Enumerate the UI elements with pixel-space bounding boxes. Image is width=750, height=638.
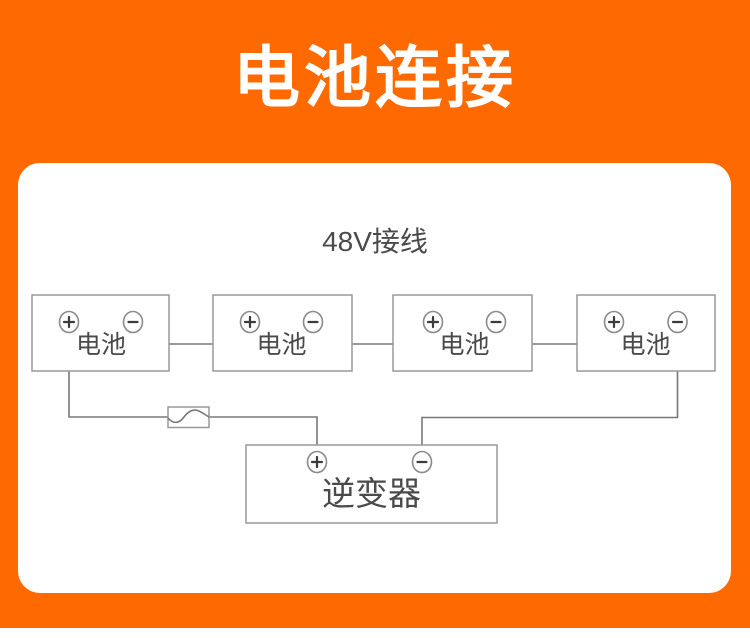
battery-label: 电池 [256,331,306,359]
minus-terminal-icon [122,310,144,334]
plus-terminal-icon [239,310,261,334]
minus-terminal-icon [667,310,688,334]
inverter-label: 逆变器 [322,475,421,512]
plus-terminal-icon [422,310,444,334]
bottom-strip [0,628,750,638]
minus-terminal-icon [485,310,507,334]
battery-box [212,294,353,372]
battery-box [576,294,716,372]
wire-to-inverter-negative [421,371,679,453]
fuse-body [167,406,210,429]
minus-terminal-icon [411,450,433,474]
page-title: 电池连接 [233,41,517,116]
battery-4: 电池 [576,294,716,372]
battery-2: 电池 [212,294,353,372]
wire-to-fuse [68,371,168,418]
battery-label: 电池 [620,331,670,359]
battery-label: 电池 [76,331,126,359]
plus-terminal-icon [306,450,328,474]
plus-terminal-icon [58,310,80,334]
battery-3: 电池 [392,294,533,372]
fuse-wave-icon [167,406,210,429]
diagram-card: 48V接线 [18,163,731,593]
plus-terminal-icon [603,310,625,334]
battery-box [392,294,533,372]
inverter-box [245,444,498,524]
battery-1: 电池 [31,294,170,372]
fuse-wave [167,409,210,424]
minus-terminal-icon [302,310,324,334]
battery-label: 电池 [439,331,489,359]
wiring-diagram: 48V接线 [31,226,716,524]
wire-fuse-to-inverter-positive [209,416,318,453]
inverter: 逆变器 [245,444,498,524]
battery-box [31,294,170,372]
diagram-subtitle: 48V接线 [322,226,428,257]
